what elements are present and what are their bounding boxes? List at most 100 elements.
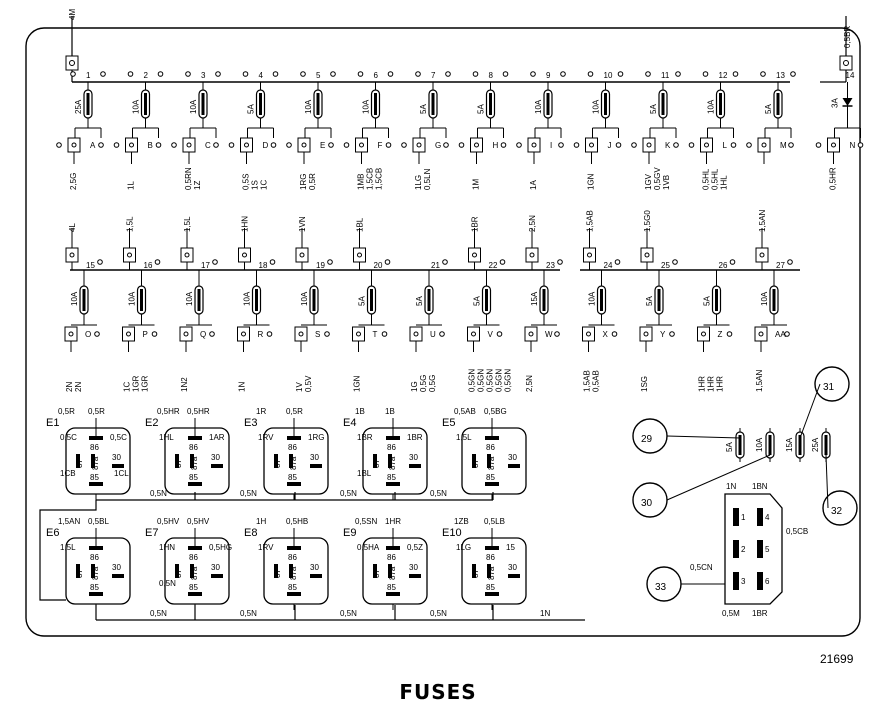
fuse-rating: 25A (811, 437, 820, 452)
relay-wire-label: 0,5N (159, 579, 176, 588)
pin-label: 86 (288, 553, 297, 562)
fuse-number: 18 (259, 261, 268, 270)
relay-wire-label: 0,5BL (88, 517, 109, 526)
fuse-rating: 5A (247, 104, 256, 114)
wire-label: 0,5GN (486, 369, 495, 392)
wire-label: 1C (260, 180, 269, 190)
fuse-number: 3 (201, 71, 206, 80)
relay-wire-label: 0,5HR (187, 407, 210, 416)
wire-label: 1GN (587, 173, 596, 190)
relay-wire-label: 1,5L (456, 433, 472, 442)
pin-label: 87 (174, 569, 183, 578)
wire-label: 2N (74, 382, 83, 392)
wire-label: 1,5AN (755, 370, 764, 392)
wire-label: 0,5AB (592, 370, 601, 392)
wire-label: 0,5GN (477, 369, 486, 392)
connector-letter: W (545, 330, 553, 339)
pin-label: 30 (508, 453, 517, 462)
wire-label: 1HR (716, 376, 725, 392)
pin-label: 85 (288, 473, 297, 482)
fuse-rating: 10A (760, 291, 769, 306)
wire-label: 0,5LN (423, 168, 432, 190)
pin-label: 85 (90, 473, 99, 482)
connector-letter: E (320, 141, 325, 150)
relay-id: E10 (442, 527, 462, 539)
relay-id: E4 (343, 417, 356, 429)
relay-wire-label: 1RV (258, 433, 274, 442)
connector-letter: Q (200, 330, 206, 339)
connector-wire-label: 1BN (752, 482, 768, 491)
feed-wire-label: 1BR (471, 216, 480, 232)
fuse-rating: 10A (707, 99, 716, 114)
wire-4m-label: 4M (68, 9, 77, 20)
pin-label: 87a (91, 456, 100, 470)
pin-label: 87a (91, 566, 100, 580)
fuse-rating: 5A (358, 296, 367, 306)
fuse-rating: 5A (703, 296, 712, 306)
relay-wire-label: 1HL (159, 433, 174, 442)
pin-number: 4 (765, 513, 770, 522)
relay-wire-label: 0,5HA (357, 543, 380, 552)
connector-letter: F (378, 141, 383, 150)
connector-letter: J (608, 141, 612, 150)
pin-label: 30 (409, 453, 418, 462)
ground-wire-label: 0,5N (150, 609, 167, 618)
pin-label: 87a (190, 566, 199, 580)
fuse-number: 13 (776, 71, 785, 80)
relay-wire-label: 0,5C (110, 433, 127, 442)
pin-label: 86 (189, 443, 198, 452)
relay-wire-label: 0,5C (60, 433, 77, 442)
pin-label: 85 (387, 473, 396, 482)
pin-label: 30 (310, 453, 319, 462)
connector-letter: AA (775, 330, 786, 339)
fuse-rating: 5A (477, 104, 486, 114)
relay-wire-label: 0,5HG (209, 543, 232, 552)
connector-letter: R (258, 330, 264, 339)
fuse-rating: 10A (185, 291, 194, 306)
connector-letter: Z (718, 330, 723, 339)
fuse-rating: 10A (189, 99, 198, 114)
relay-wire-label: 1RG (308, 433, 324, 442)
relay-wire-label: 1HR (385, 517, 401, 526)
pin-number: 1 (741, 513, 746, 522)
wire-label: 0,5R (308, 173, 317, 190)
pin-label: 87a (289, 566, 298, 580)
fuse-number: 22 (489, 261, 498, 270)
wire-label: 1GR (141, 375, 150, 392)
wire-label: 0,5GN (495, 369, 504, 392)
wire-label: 1GV (644, 173, 653, 190)
wire-label: 1C (123, 382, 132, 392)
fuse-number: 5 (316, 71, 321, 80)
pin-label: 85 (486, 473, 495, 482)
relay-wire-label: 1H (256, 517, 266, 526)
relay-wire-label: 0,5R (58, 407, 75, 416)
connector-pin-1: 1 (733, 508, 746, 526)
fuse-number: 15 (86, 261, 95, 270)
ground-wire-label: 0,5N (340, 609, 357, 618)
ground-bars (39, 492, 585, 621)
fuse-rating: 10A (588, 291, 597, 306)
connector-letter: K (665, 141, 671, 150)
pin-label: 87 (471, 459, 480, 468)
pin-label: 87 (75, 459, 84, 468)
wire-label: 1RG (299, 174, 308, 190)
fuse-number: 7 (431, 71, 436, 80)
wire-label: 0,5RN (184, 167, 193, 190)
wire-label: 1HL (720, 175, 729, 190)
